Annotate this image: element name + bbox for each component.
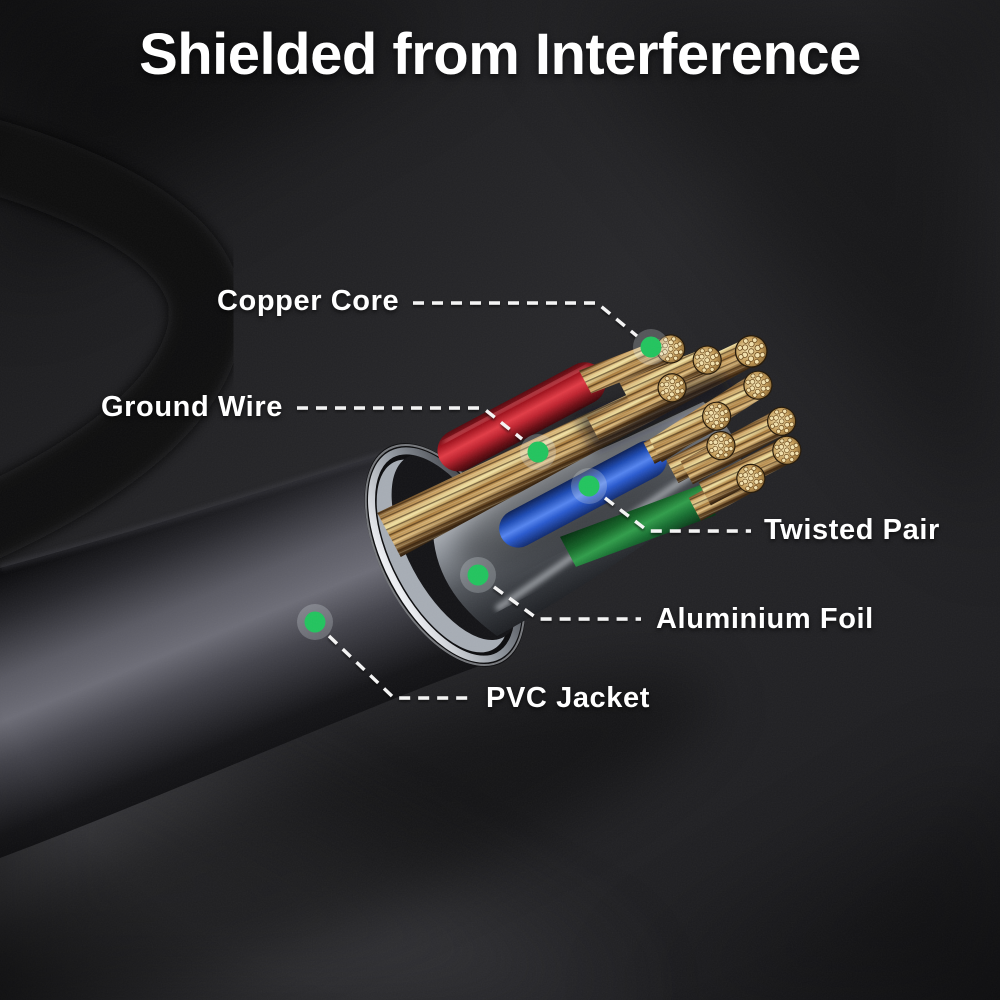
page-title: Shielded from Interference bbox=[139, 22, 861, 87]
callout-label-twisted-pair: Twisted Pair bbox=[764, 514, 940, 546]
callout-label-copper-core: Copper Core bbox=[217, 285, 400, 317]
callout-label-ground-wire: Ground Wire bbox=[101, 391, 283, 423]
callout-label-pvc-jacket: PVC Jacket bbox=[486, 682, 650, 714]
callout-label-aluminium-foil: Aluminium Foil bbox=[656, 603, 874, 635]
